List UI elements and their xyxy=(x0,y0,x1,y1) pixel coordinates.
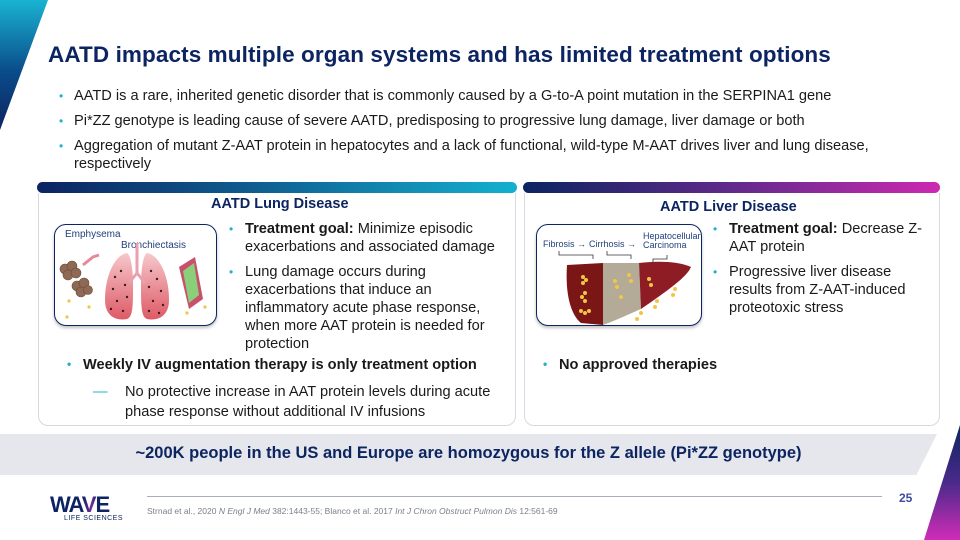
treatment-goal-text: Decrease Z-AAT protein xyxy=(729,221,923,255)
bronchiectasis-label: Bronchiectasis xyxy=(121,240,187,251)
lung-header-bar xyxy=(37,182,517,193)
treatment-goal-text: Minimize episodic exacerbations and asso… xyxy=(245,221,495,255)
liver-disease-panel: AATD Liver Disease Fibrosis → Cirrhosis … xyxy=(524,193,940,426)
logo-subtitle: LIFE SCIENCES xyxy=(64,515,124,522)
lung-sub-bullet-text: No protective increase in AAT protein le… xyxy=(125,384,491,420)
svg-text:WAVE: WAVE xyxy=(50,492,109,517)
lung-therapy-bullet: Weekly IV augmentation therapy is only t… xyxy=(67,357,477,373)
intro-bullet-list: AATD is a rare, inherited genetic disord… xyxy=(59,87,904,180)
corner-accent-top-left xyxy=(0,0,48,130)
lungs-icon xyxy=(59,243,207,320)
liver-panel-title: AATD Liver Disease xyxy=(660,199,797,215)
lung-bullet-list: Treatment goal: Minimize episodic exacer… xyxy=(229,220,515,360)
footer-divider xyxy=(147,496,882,497)
carcinoma-label: Carcinoma xyxy=(643,240,687,250)
citation-journal: Int J Chron Obstruct Pulmon Dis xyxy=(395,506,517,516)
citation-footnote: Strnad et al., 2020 N Engl J Med 382:144… xyxy=(147,506,558,516)
banner-text: ~200K people in the US and Europe are ho… xyxy=(135,444,802,462)
liver-icon xyxy=(558,251,691,325)
lung-disease-panel: AATD Lung Disease Emphysema Bronchiectas… xyxy=(38,193,516,426)
intro-bullet: Pi*ZZ genotype is leading cause of sever… xyxy=(59,112,904,130)
liver-bullet-list: Treatment goal: Decrease Z-AAT protein P… xyxy=(713,220,934,324)
corner-accent-bottom-right xyxy=(924,425,960,540)
liver-illustration: Fibrosis → Cirrhosis → Hepatocellular Ca… xyxy=(536,224,702,326)
page-number: 25 xyxy=(899,491,913,505)
fibrosis-label: Fibrosis → xyxy=(543,239,587,249)
treatment-goal-label: Treatment goal: xyxy=(245,221,354,237)
liver-header-bar xyxy=(523,182,940,193)
liver-therapy-bullet: No approved therapies xyxy=(543,357,717,373)
liver-treatment-goal: Treatment goal: Decrease Z-AAT protein xyxy=(713,220,934,256)
emphysema-label: Emphysema xyxy=(65,229,121,240)
intro-bullet: AATD is a rare, inherited genetic disord… xyxy=(59,87,904,105)
cirrhosis-label: Cirrhosis → xyxy=(589,239,637,249)
slide-title: AATD impacts multiple organ systems and … xyxy=(48,42,831,67)
hepatocellular-label: Hepatocellular xyxy=(643,231,701,241)
lung-damage-bullet: Lung damage occurs during exacerbations … xyxy=(229,263,515,353)
citation-text: Strnad et al., 2020 xyxy=(147,506,219,516)
citation-text: 382:1443-55; Blanco et al. 2017 xyxy=(269,506,396,516)
citation-journal: N Engl J Med xyxy=(218,506,270,516)
dash-marker: — xyxy=(93,384,108,400)
lung-illustration: Emphysema Bronchiectasis xyxy=(54,224,217,326)
lung-panel-title: AATD Lung Disease xyxy=(211,196,349,212)
population-banner: ~200K people in the US and Europe are ho… xyxy=(0,434,937,475)
intro-bullet: Aggregation of mutant Z-AAT protein in h… xyxy=(59,137,904,173)
lung-sub-bullet: — No protective increase in AAT protein … xyxy=(93,382,505,422)
citation-text: 12:561-69 xyxy=(516,506,558,516)
lung-treatment-goal: Treatment goal: Minimize episodic exacer… xyxy=(229,220,515,256)
treatment-goal-label: Treatment goal: xyxy=(729,221,838,237)
wave-logo: WAVE xyxy=(50,492,110,517)
liver-disease-bullet: Progressive liver disease results from Z… xyxy=(713,263,934,317)
